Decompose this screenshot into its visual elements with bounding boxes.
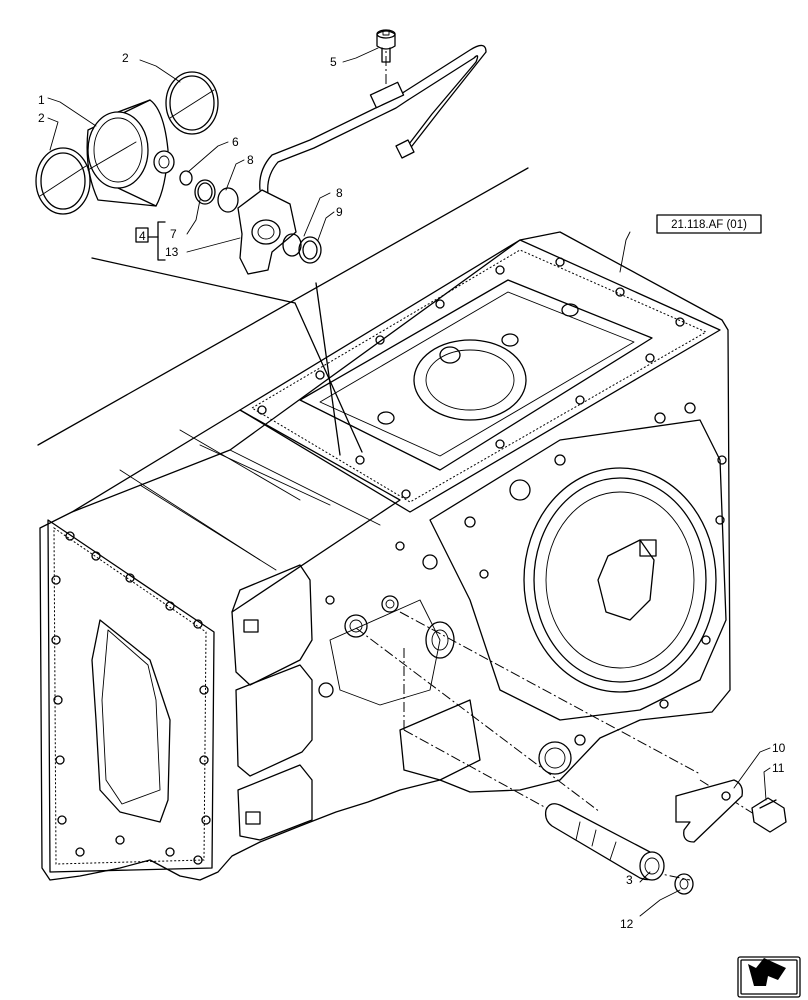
seal-ring-lower	[35, 147, 91, 215]
screw-part	[376, 29, 396, 63]
callout-11: 11	[772, 761, 785, 775]
reference-code[interactable]: 21.118.AF (01)	[671, 219, 747, 231]
callout-10: 10	[772, 741, 786, 755]
callout-7: 7	[170, 227, 177, 241]
callout-3: 3	[626, 873, 633, 887]
reference-box[interactable]: 21.118.AF (01)	[656, 214, 762, 234]
section-lines	[37, 167, 529, 456]
callout-4: 4	[139, 229, 146, 243]
callout-8-lower: 8	[336, 186, 343, 200]
callout-2-upper: 2	[122, 51, 129, 65]
callout-12: 12	[620, 917, 634, 931]
callout-5: 5	[330, 55, 337, 69]
valve-body-with-pipe	[237, 44, 487, 275]
callout-13: 13	[165, 245, 179, 259]
bushing-part	[153, 150, 193, 186]
callout-2-lower: 2	[38, 111, 45, 125]
callout-8-upper: 8	[247, 153, 254, 167]
callout-labels: 1 2 2 3 4 5 6 7 8 8 9 10 11 12 13	[38, 51, 786, 931]
callout-6: 6	[232, 135, 239, 149]
shaft-part	[544, 803, 665, 881]
bolt-part	[751, 797, 787, 833]
callout-9: 9	[336, 205, 343, 219]
locking-plate-part	[675, 779, 743, 843]
callout-1: 1	[38, 93, 45, 107]
leader-lines	[47, 47, 771, 917]
arrow-back-icon[interactable]	[737, 956, 801, 998]
sleeve-part	[86, 99, 169, 207]
o-rings-right	[282, 233, 322, 264]
o-rings-left	[194, 179, 239, 213]
group-bracket	[135, 221, 166, 261]
transmission-housing	[39, 231, 731, 881]
seal-ring-upper	[165, 71, 219, 135]
washer-part	[674, 873, 694, 895]
